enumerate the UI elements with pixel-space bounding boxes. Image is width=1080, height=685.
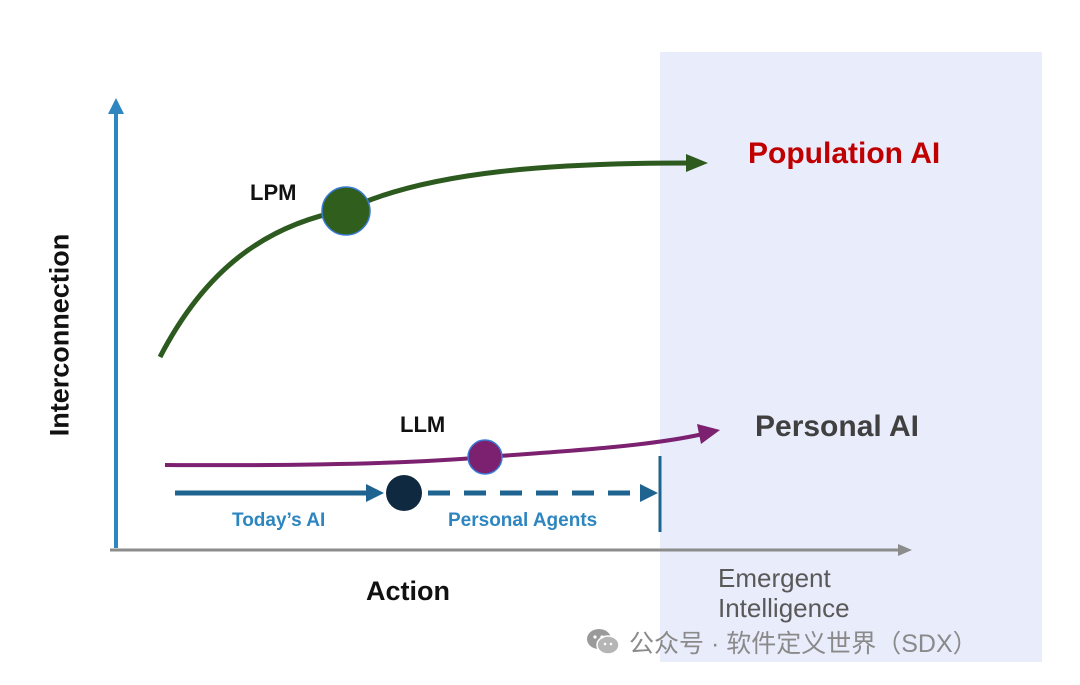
todays-ai-arrowhead (366, 484, 384, 502)
today-dot (386, 475, 422, 511)
personal-ai-label: Personal AI (755, 410, 919, 443)
watermark: 公众号 · 软件定义世界（SDX） (585, 624, 978, 660)
personal-agents-label: Personal Agents (448, 510, 598, 531)
llm-curve (164, 432, 704, 468)
llm-arrowhead (697, 424, 720, 444)
lpm-label: LPM (250, 180, 297, 205)
wechat-icon (587, 629, 620, 655)
y-axis-arrowhead (108, 98, 124, 114)
llm-label: LLM (400, 412, 446, 437)
lpm-dot (321, 186, 371, 236)
y-axis-label: Interconnection (44, 233, 75, 437)
todays-ai-label: Today’s AI (232, 510, 326, 531)
lpm-arrowhead (686, 154, 708, 172)
population-ai-label: Population AI (748, 137, 941, 170)
x-axis-label: Action (366, 576, 450, 606)
watermark-text: 公众号 · 软件定义世界（SDX） (629, 630, 978, 658)
llm-dot (467, 439, 503, 475)
emergent-intelligence-label: Emergent Intelligence (718, 563, 850, 623)
personal-agents-arrowhead (640, 484, 658, 502)
emergent-intelligence-region (660, 52, 1042, 662)
lpm-curve (157, 160, 691, 359)
x-axis-arrowhead (898, 544, 912, 556)
